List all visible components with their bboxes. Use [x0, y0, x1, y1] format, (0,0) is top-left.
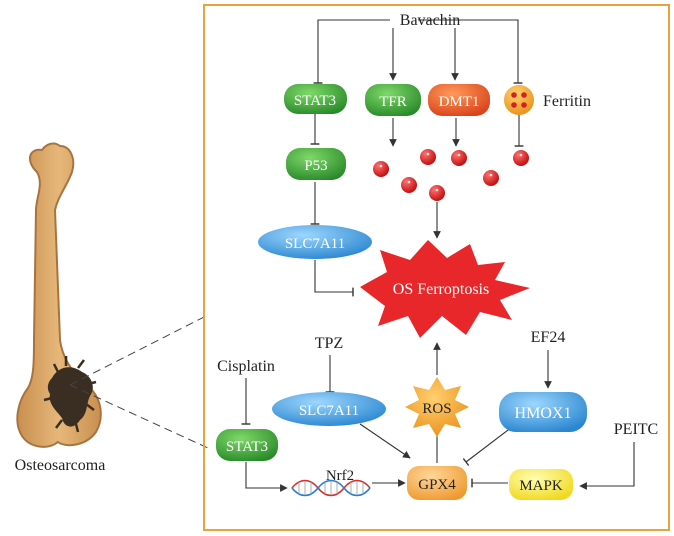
- node-mapk-label: MAPK: [519, 478, 563, 494]
- drug-bavachin: Bavachin: [400, 12, 460, 29]
- node-gpx4: GPX4: [407, 466, 467, 500]
- node-slc7a11-bottom: SLC7A11: [272, 392, 386, 426]
- node-tfr-label: TFR: [379, 94, 407, 110]
- drug-cisplatin: Cisplatin: [217, 358, 275, 375]
- node-stat3-bottom: STAT3: [216, 429, 278, 461]
- connectors: [241, 19, 635, 492]
- iron-particles: [373, 149, 529, 201]
- node-hmox1: HMOX1: [499, 392, 587, 432]
- node-os-ferroptosis: OS Ferroptosis: [360, 240, 530, 338]
- bone-caption: Osteosarcoma: [15, 457, 106, 474]
- femur-bone: [16, 142, 102, 448]
- node-tfr: TFR: [365, 84, 421, 116]
- node-ferritin: Ferritin: [504, 85, 591, 115]
- drug-peitc: PEITC: [614, 421, 658, 438]
- node-gpx4-label: GPX4: [418, 477, 456, 493]
- node-p53-label: P53: [304, 158, 327, 174]
- node-ros: ROS: [405, 377, 469, 437]
- node-slc7a11-top-label: SLC7A11: [285, 236, 345, 252]
- node-slc7a11-top: SLC7A11: [258, 225, 372, 259]
- drug-ef24: EF24: [531, 329, 566, 346]
- iron-dot-icon: [513, 150, 529, 166]
- node-stat3-bottom-label: STAT3: [226, 439, 268, 455]
- iron-dot-icon: [451, 150, 467, 166]
- node-ferritin-label: Ferritin: [543, 93, 591, 110]
- node-os-ferroptosis-label: OS Ferroptosis: [393, 281, 489, 298]
- node-stat3-top-label: STAT3: [294, 93, 336, 109]
- dna-helix-icon: [291, 479, 371, 497]
- drug-tpz: TPZ: [315, 335, 343, 352]
- node-mapk: MAPK: [509, 469, 573, 500]
- bone-illustration: Osteosarcoma: [15, 142, 106, 474]
- iron-dot-icon: [483, 170, 499, 186]
- ferroptosis-starburst: [360, 240, 530, 338]
- iron-dot-icon: [373, 161, 389, 177]
- node-p53: P53: [286, 148, 346, 180]
- node-stat3-top: STAT3: [284, 84, 347, 114]
- iron-dot-icon: [420, 149, 436, 165]
- node-hmox1-label: HMOX1: [515, 405, 572, 422]
- iron-dot-icon: [429, 185, 445, 201]
- tumor-spikes: [43, 356, 97, 433]
- ferritin-iron-cluster-icon: [511, 92, 527, 108]
- tumor-mass: [47, 367, 93, 427]
- node-nrf2-label: Nrf2: [326, 468, 354, 484]
- node-dmt1-label: DMT1: [439, 94, 480, 110]
- node-dmt1: DMT1: [428, 84, 490, 116]
- node-ros-label: ROS: [422, 401, 451, 417]
- node-slc7a11-bottom-label: SLC7A11: [299, 403, 359, 419]
- node-nrf2: Nrf2: [291, 468, 371, 497]
- iron-dot-icon: [401, 177, 417, 193]
- pathway-frame: [203, 4, 670, 531]
- ros-star: [405, 377, 469, 437]
